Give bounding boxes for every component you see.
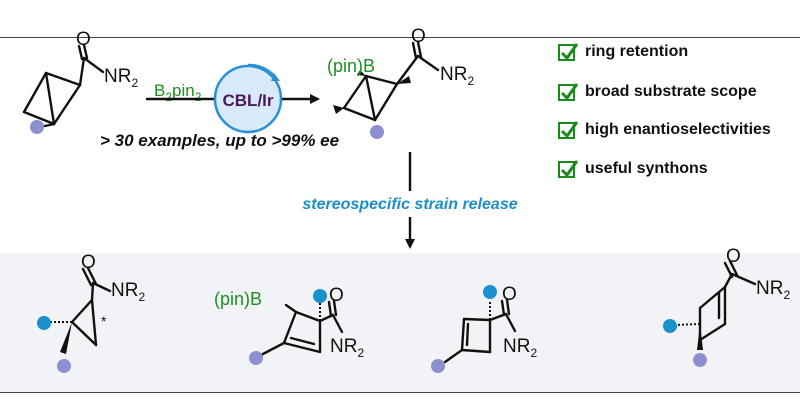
boronate-label: (pin)B [214, 289, 262, 309]
carbonyl-oxygen: O [502, 284, 517, 305]
highlight-synthons: useful synthons [558, 157, 708, 181]
stereocenter-star: * [101, 313, 107, 329]
amide-nr2: NR2 [104, 66, 138, 90]
blue-substituent-dot [663, 319, 677, 333]
strain-release-label: stereospecific strain release [302, 196, 517, 213]
amide-nr2: NR2 [756, 278, 790, 302]
wedge-bond [60, 322, 72, 354]
cyclobutene-product [443, 298, 517, 364]
checkbox-icon [558, 42, 579, 61]
amide-nr2: NR2 [440, 64, 474, 88]
label-backdrop [286, 191, 536, 217]
highlight-label: broad substrate scope [585, 83, 757, 100]
blue-substituent-dot [483, 285, 497, 299]
highlight-label: useful synthons [585, 160, 708, 177]
purple-substituent-dot [431, 359, 445, 373]
highlight-label: high enantioselectivities [585, 121, 771, 138]
checkbox-icon [558, 82, 579, 101]
checkbox-icon [558, 159, 579, 178]
b2pin2-reagent: B2pin2 [154, 81, 202, 104]
wedge-bond [397, 76, 411, 84]
highlight-ring-retention: ring retention [558, 40, 688, 64]
carbonyl-oxygen: O [81, 252, 96, 273]
checkbox-icon [558, 120, 579, 139]
cyclobutene-isomer [698, 259, 757, 342]
borylated-cyclobutene [259, 299, 344, 357]
carbonyl-oxygen: O [76, 29, 91, 50]
bottom-divider [0, 392, 800, 393]
highlight-label: ring retention [585, 43, 689, 60]
carbonyl-oxygen: O [329, 285, 344, 306]
amide-nr2: NR2 [111, 280, 145, 304]
starting-material [22, 43, 105, 128]
hash-bond [674, 323, 701, 326]
purple-substituent-dot [30, 120, 44, 134]
wedge-bond [333, 105, 344, 114]
highlight-enantioselectivity: high enantioselectivities [558, 118, 771, 142]
carbonyl-oxygen: O [726, 246, 741, 267]
wedge-bond [697, 324, 703, 350]
carbonyl-oxygen: O [411, 26, 426, 47]
blue-substituent-dot [37, 316, 51, 330]
purple-substituent-dot [693, 353, 707, 367]
amide-nr2: NR2 [330, 336, 364, 360]
catalyst-circle [213, 63, 283, 134]
wedge-bond [357, 70, 366, 76]
top-divider [0, 37, 800, 38]
highlight-substrate-scope: broad substrate scope [558, 80, 757, 104]
purple-substituent-dot [57, 359, 71, 373]
purple-substituent-dot [370, 125, 384, 139]
catalyst-label: CBL/Ir [223, 91, 274, 110]
amide-nr2: NR2 [503, 336, 537, 360]
purple-substituent-dot [249, 351, 263, 365]
blue-substituent-dot [313, 289, 327, 303]
boronate-label: (pin)B [327, 56, 375, 76]
scope-note: > 30 examples, up to >99% ee [100, 131, 339, 150]
borylated-product [342, 40, 440, 122]
cyclopropane-product [70, 266, 112, 347]
